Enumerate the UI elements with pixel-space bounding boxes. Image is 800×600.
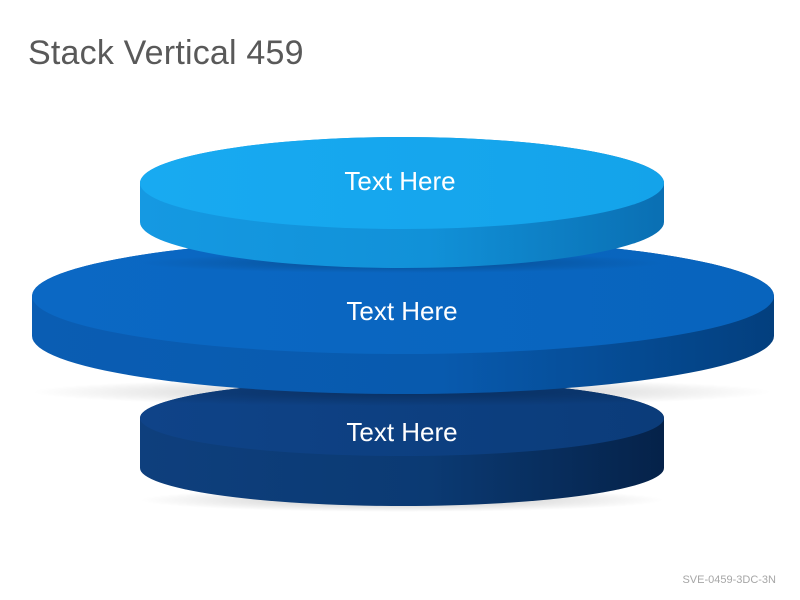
page-title: Stack Vertical 459	[28, 34, 304, 72]
stack-layer-top: Text Here	[140, 137, 664, 273]
slide-code: SVE-0459-3DC-3N	[682, 574, 776, 586]
layer-label-top: Text Here	[344, 166, 455, 196]
stack-layer-bottom: Text Here	[140, 380, 664, 512]
layer-label-middle: Text Here	[346, 296, 457, 326]
layer-label-bottom: Text Here	[346, 417, 457, 447]
